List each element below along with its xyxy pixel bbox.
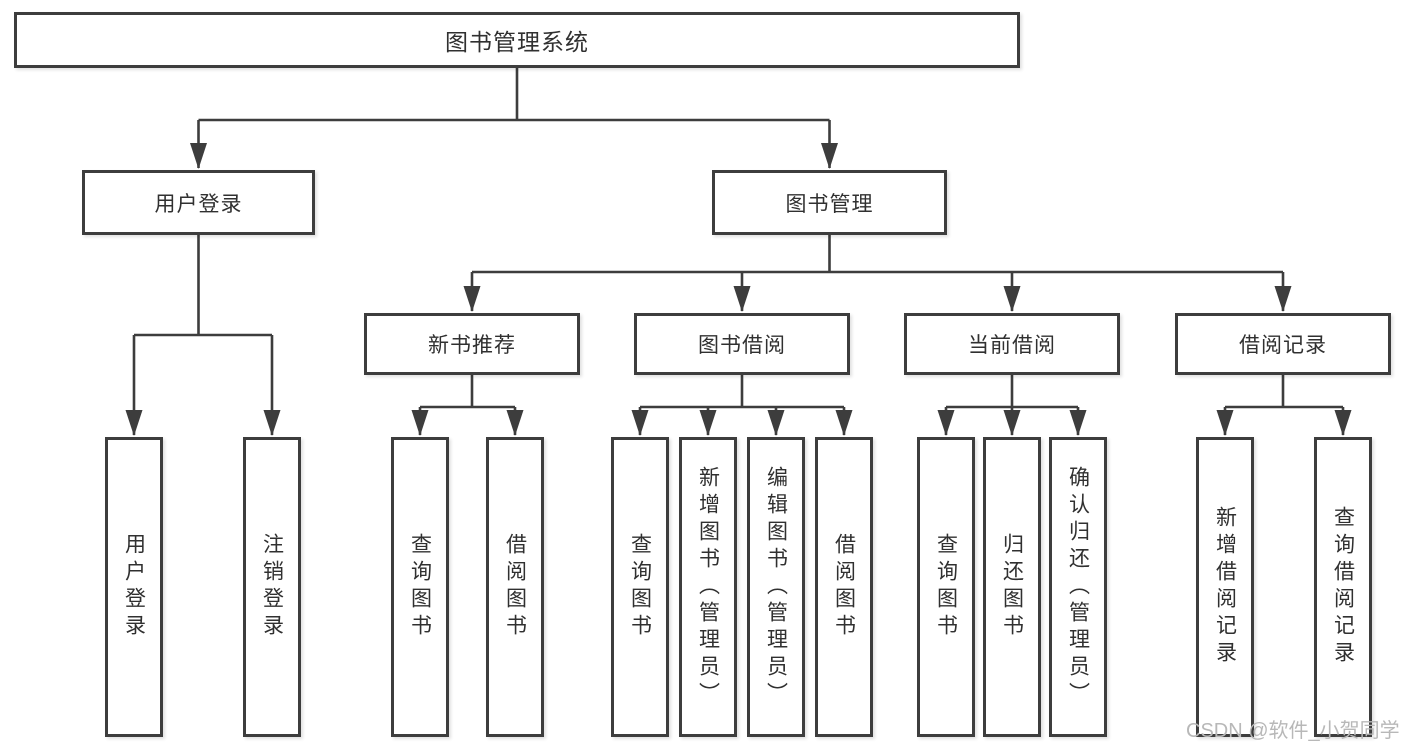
node-book-borrowing: 图书借阅 xyxy=(634,313,850,375)
node-root: 图书管理系统 xyxy=(14,12,1020,68)
connector-user-login-bus xyxy=(134,235,272,337)
node-user-login-label: 用户登录 xyxy=(154,192,243,216)
node-book-management: 图书管理 xyxy=(712,170,947,235)
node-new-book-recommendation-label: 新书推荐 xyxy=(428,334,516,357)
node-leaf-logout-login-label: 注销登录 xyxy=(260,533,284,641)
connector-borrow-records-bus xyxy=(1225,375,1343,409)
connector-book-mgmt-bus xyxy=(472,235,1283,274)
node-book-borrowing-label: 图书借阅 xyxy=(698,334,786,357)
node-leaf-add-borrow-record-label: 新增借阅记录 xyxy=(1213,506,1237,668)
node-leaf-confirm-return-admin: 确认归还（管理员） xyxy=(1049,437,1107,737)
node-leaf-confirm-return-admin-label: 确认归还（管理员） xyxy=(1066,465,1090,709)
node-leaf-query-borrow-record: 查询借阅记录 xyxy=(1314,437,1372,737)
connector-book-borrow-bus xyxy=(640,375,844,409)
node-borrow-records-label: 借阅记录 xyxy=(1239,334,1327,357)
node-user-login: 用户登录 xyxy=(82,170,315,235)
node-leaf-query-book-current-label: 查询图书 xyxy=(934,533,958,641)
node-new-book-recommendation: 新书推荐 xyxy=(364,313,580,375)
csdn-watermark: CSDN @软件_小贺同学 xyxy=(1186,720,1400,742)
node-leaf-user-login: 用户登录 xyxy=(105,437,163,737)
node-leaf-borrow-book-borrow-label: 借阅图书 xyxy=(832,533,856,641)
node-leaf-query-book-rec-label: 查询图书 xyxy=(408,533,432,641)
node-root-label: 图书管理系统 xyxy=(445,29,589,55)
node-leaf-edit-book-admin: 编辑图书（管理员） xyxy=(747,437,805,737)
node-leaf-user-login-label: 用户登录 xyxy=(122,533,146,641)
node-leaf-query-book-current: 查询图书 xyxy=(917,437,975,737)
node-leaf-add-book-admin: 新增图书（管理员） xyxy=(679,437,737,737)
node-leaf-query-book-borrow-label: 查询图书 xyxy=(628,533,652,641)
node-leaf-borrow-book-borrow: 借阅图书 xyxy=(815,437,873,737)
node-book-management-label: 图书管理 xyxy=(785,192,874,216)
connector-root-bus xyxy=(198,68,830,122)
connector-new-book-rec-bus xyxy=(420,375,515,409)
node-leaf-borrow-book-rec: 借阅图书 xyxy=(486,437,544,737)
node-leaf-query-borrow-record-label: 查询借阅记录 xyxy=(1331,506,1355,668)
node-current-borrowing-label: 当前借阅 xyxy=(968,334,1056,357)
node-leaf-return-book: 归还图书 xyxy=(983,437,1041,737)
node-leaf-query-book-rec: 查询图书 xyxy=(391,437,449,737)
node-current-borrowing: 当前借阅 xyxy=(904,313,1120,375)
node-leaf-logout-login: 注销登录 xyxy=(243,437,301,737)
connector-current-borrow-bus xyxy=(946,375,1078,409)
node-leaf-edit-book-admin-label: 编辑图书（管理员） xyxy=(764,465,788,709)
node-leaf-return-book-label: 归还图书 xyxy=(1000,533,1024,641)
node-leaf-add-borrow-record: 新增借阅记录 xyxy=(1196,437,1254,737)
node-leaf-query-book-borrow: 查询图书 xyxy=(611,437,669,737)
node-borrow-records: 借阅记录 xyxy=(1175,313,1391,375)
node-leaf-add-book-admin-label: 新增图书（管理员） xyxy=(696,465,720,709)
node-leaf-borrow-book-rec-label: 借阅图书 xyxy=(503,533,527,641)
